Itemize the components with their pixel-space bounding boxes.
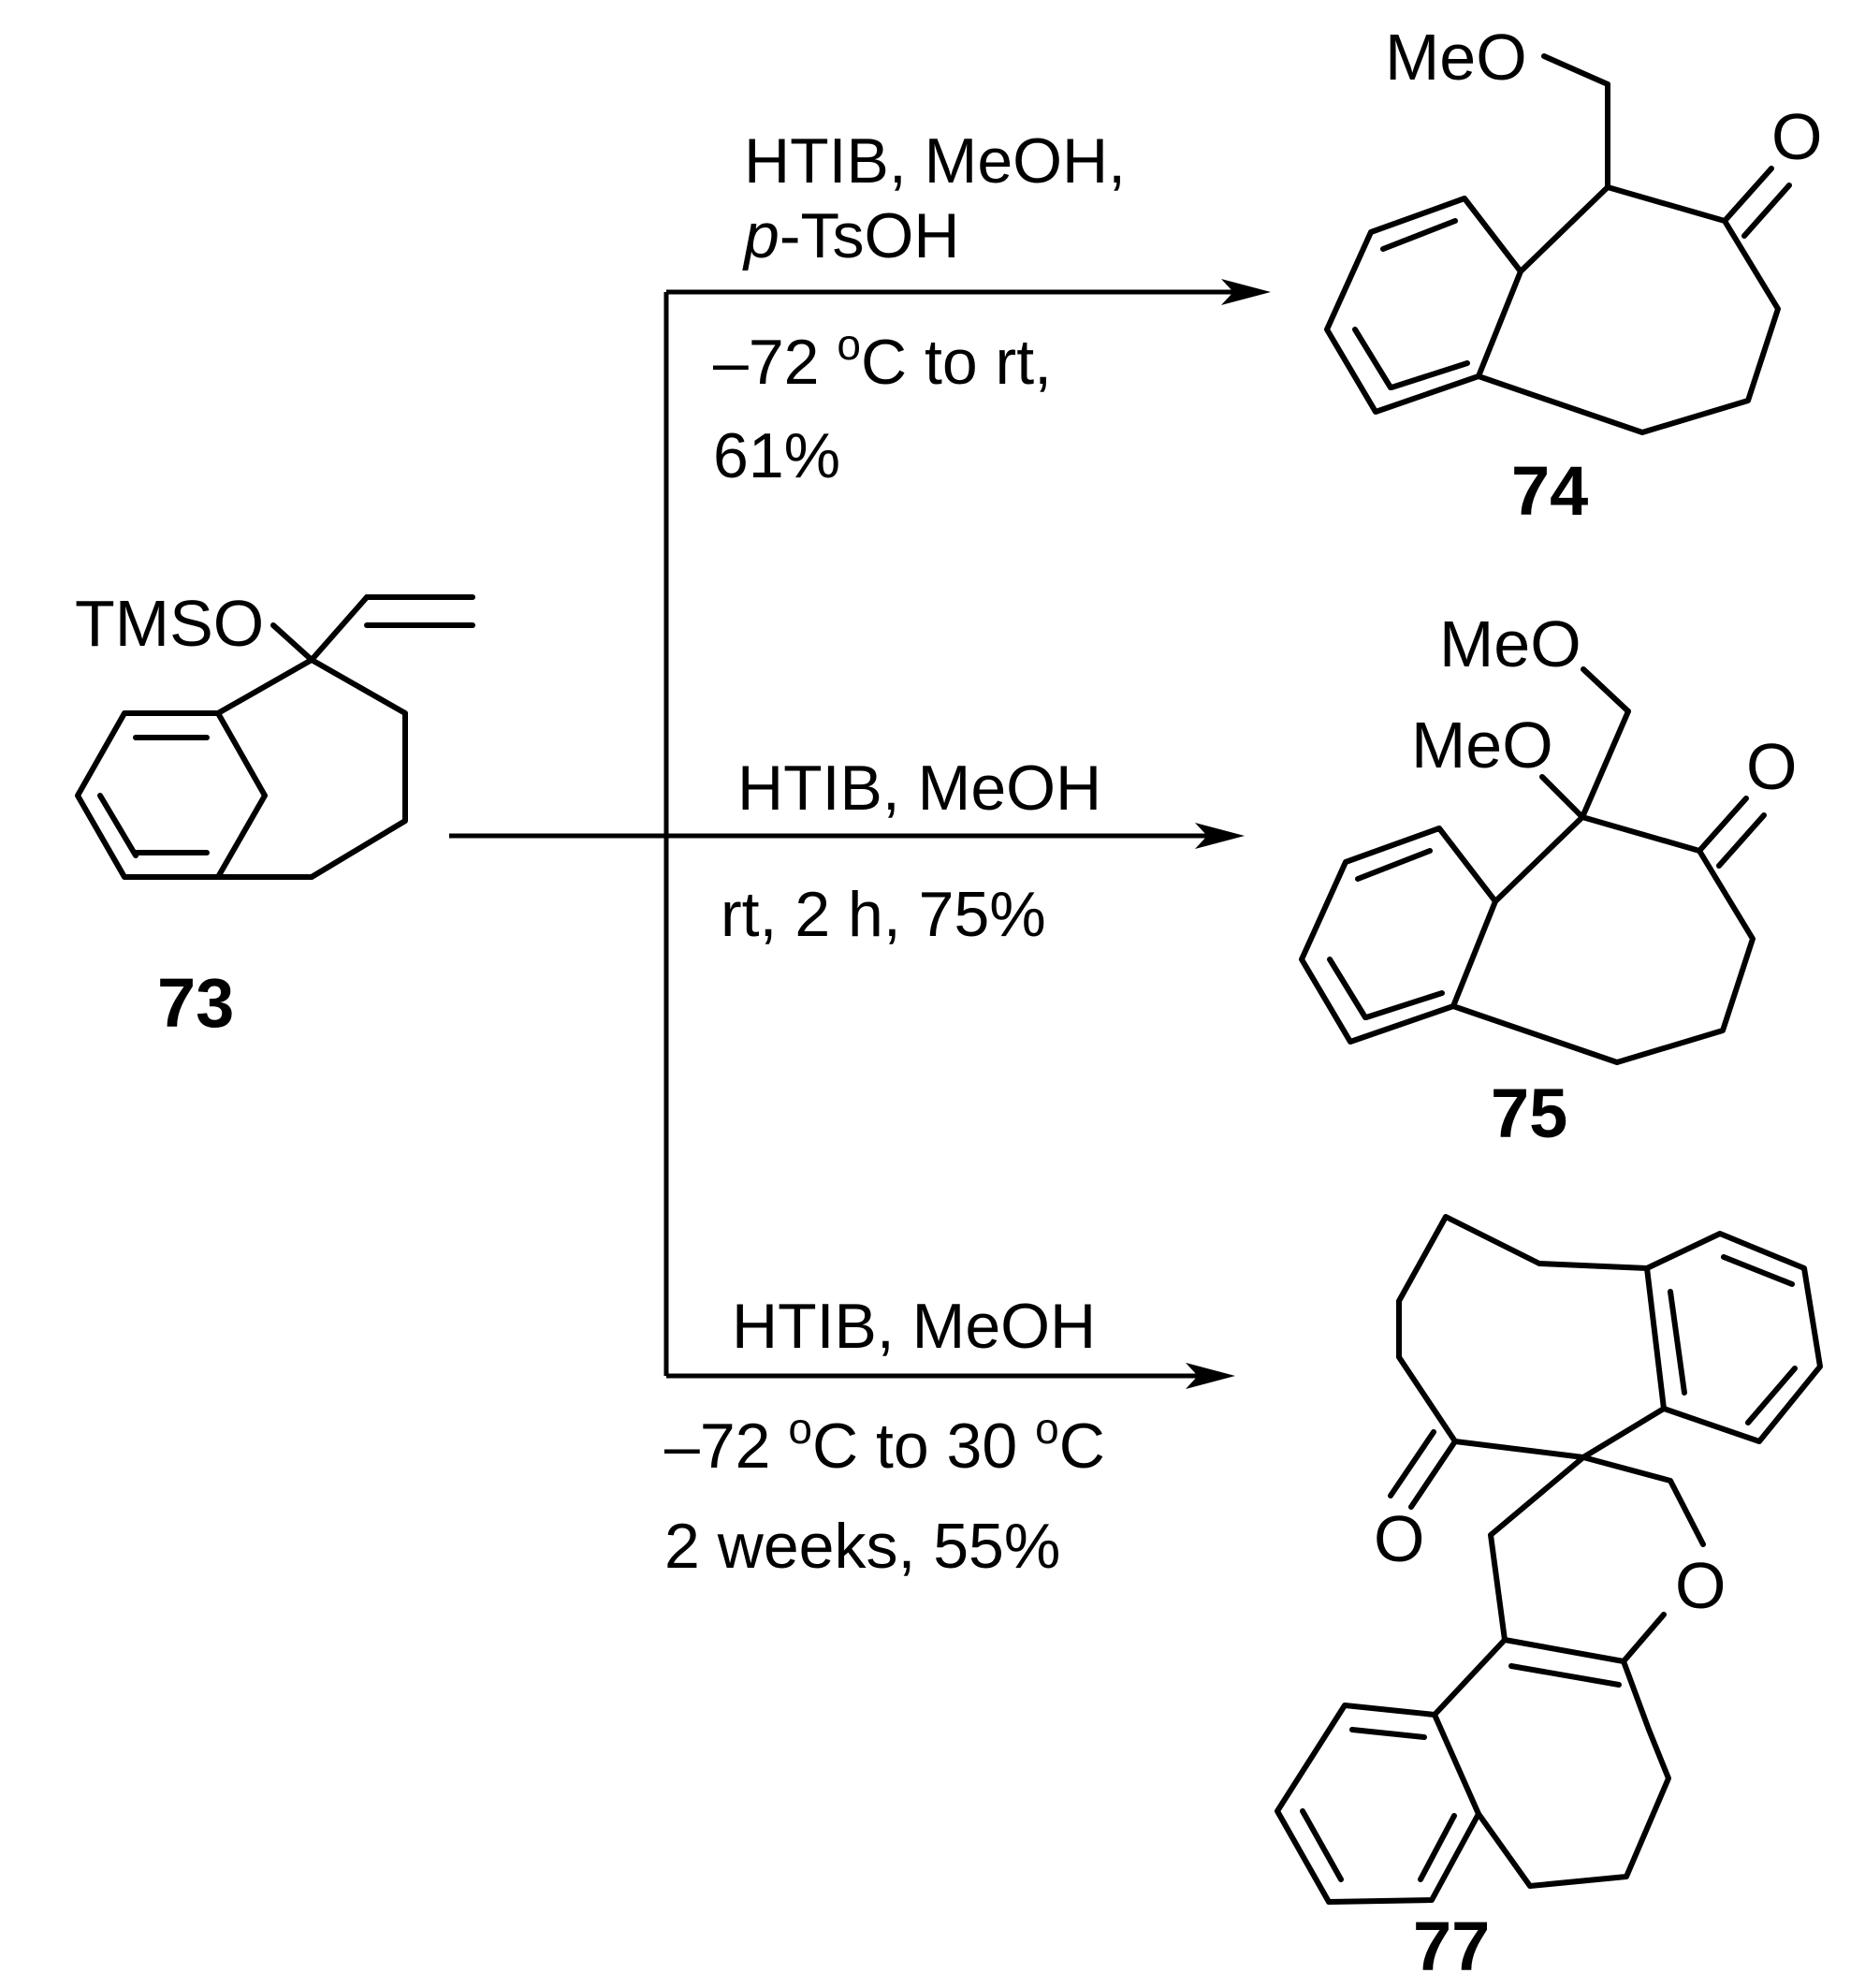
compound-75-bonds [1299, 666, 1767, 1065]
r1-temp-start: –72 [713, 327, 837, 398]
compound-74-label: 74 [1511, 452, 1588, 530]
compound-74-bonds [1324, 53, 1792, 435]
r3-reagents: HTIB, MeOH [732, 1291, 1096, 1362]
r3-degree-2: o [1035, 1404, 1059, 1453]
compound-77-ring-o: O [1675, 1549, 1726, 1622]
r1-degree: o [837, 320, 861, 369]
compound-77: O O 77 [1275, 1214, 1823, 1985]
compound-77-bonds [1275, 1214, 1823, 1905]
compound-75-meo-2: MeO [1411, 709, 1553, 782]
compound-73-bonds [75, 594, 475, 880]
reaction-2-conditions: HTIB, MeOH rt, 2 h, 75% [721, 753, 1101, 950]
r3-temp-mid: C to 30 [812, 1411, 1035, 1482]
compound-75-carbonyl-o: O [1746, 730, 1797, 803]
r1-reagents-line1: HTIB, MeOH, [744, 125, 1126, 197]
r1-tsoh: -TsOH [780, 200, 960, 271]
compound-74: MeO O 74 [1324, 21, 1822, 530]
r1-temp-end: C to rt, [861, 327, 1052, 398]
r3-temperature: –72 oC to 30 oC [664, 1404, 1105, 1482]
r1-yield: 61% [713, 420, 840, 491]
r3-temp-start: –72 [664, 1411, 788, 1482]
r1-reagents-line2: p-TsOH [742, 200, 959, 271]
r2-reagents: HTIB, MeOH [737, 753, 1101, 824]
arrow-1-head [1221, 279, 1271, 305]
tmso-label: TMSO [75, 587, 264, 660]
compound-75-label: 75 [1491, 1074, 1567, 1152]
r1-temperature: –72 oC to rt, [713, 320, 1052, 398]
r3-conditions: 2 weeks, 55% [664, 1511, 1060, 1582]
compound-74-carbonyl-o: O [1771, 100, 1822, 173]
compound-75-meo-1: MeO [1439, 607, 1581, 680]
reaction-3-conditions: HTIB, MeOH –72 oC to 30 oC 2 weeks, 55% [664, 1291, 1105, 1582]
compound-77-label: 77 [1413, 1908, 1490, 1985]
r3-temp-end: C [1059, 1411, 1105, 1482]
compound-77-carbonyl-o: O [1374, 1502, 1424, 1575]
arrow-3-head [1186, 1363, 1235, 1389]
arrow-2-head [1195, 823, 1245, 849]
compound-73: TMSO 73 [75, 587, 475, 1042]
compound-73-label: 73 [157, 964, 234, 1042]
r2-conditions: rt, 2 h, 75% [721, 879, 1046, 950]
compound-74-meo: MeO [1385, 21, 1527, 94]
r3-degree-1: o [788, 1404, 812, 1453]
compound-75: MeO MeO O 75 [1299, 607, 1797, 1152]
reaction-1-conditions: HTIB, MeOH, p-TsOH –72 oC to rt, 61% [713, 125, 1126, 491]
r1-para-prefix: p [742, 200, 780, 271]
reaction-arrows [449, 279, 1271, 1389]
